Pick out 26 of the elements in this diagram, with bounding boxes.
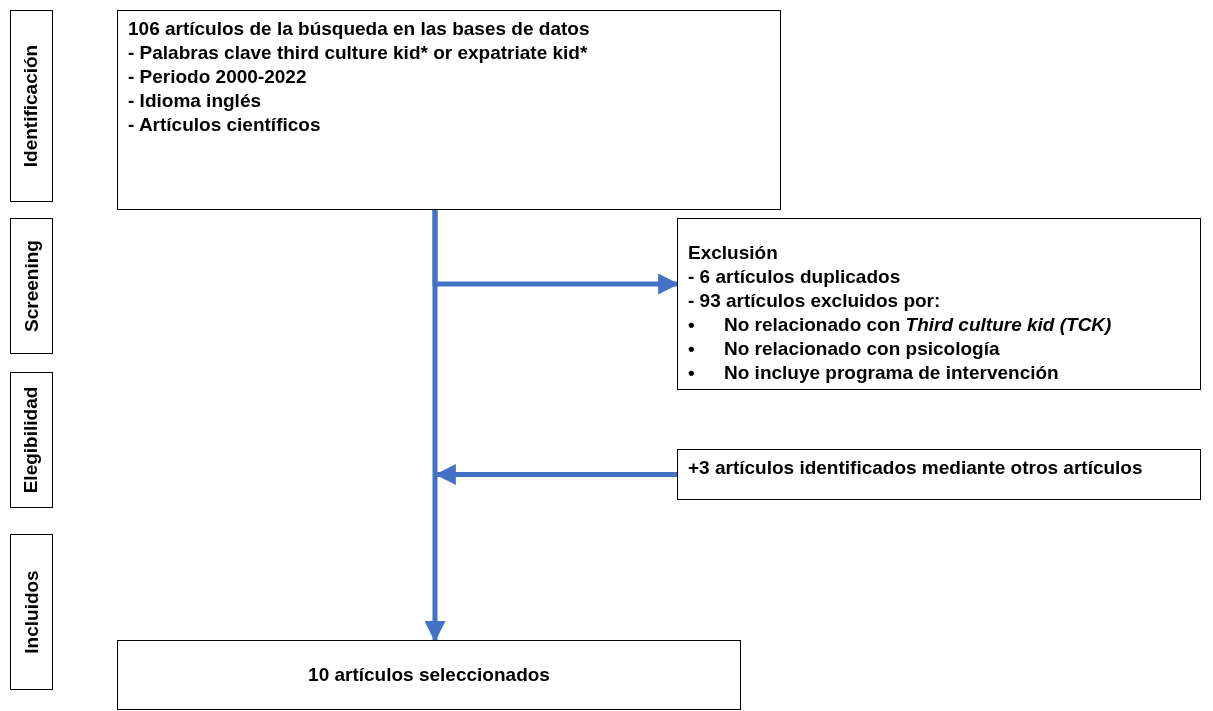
stage-label: Incluidos — [20, 570, 43, 654]
box-heading: Exclusión — [688, 241, 779, 265]
bullet-marker: • — [688, 313, 695, 337]
stage-label-box — [10, 372, 53, 508]
stage-label: Identificación — [20, 44, 43, 168]
box-text: - Artículos científicos — [128, 113, 322, 137]
bullet-marker: • — [688, 361, 695, 385]
box-text: - 93 artículos excluidos por: — [688, 289, 942, 313]
stage-label-box — [10, 534, 53, 690]
box-text: - Idioma inglés — [128, 89, 263, 113]
exclusion-box — [677, 218, 1201, 390]
stage-label-box — [10, 218, 53, 354]
stage-label-box — [10, 10, 53, 202]
box-text: - Periodo 2000-2022 — [128, 65, 308, 89]
stage-label: Elegibilidad — [20, 386, 43, 494]
arrow — [434, 464, 677, 485]
stage-label: Screening — [20, 240, 43, 332]
result-box — [117, 640, 741, 710]
box-heading: 106 artículos de la búsqueda en las bases de datos — [128, 17, 591, 41]
process-box — [677, 449, 1201, 500]
box-text: 10 artículos seleccionados — [307, 663, 551, 687]
bullet-marker: • — [688, 337, 695, 361]
box-text: - Palabras clave third culture kid* or expatriate kid* — [128, 41, 589, 65]
box-text: +3 artículos identificados mediante otros artículos — [688, 456, 1144, 480]
box-text: - 6 artículos duplicados — [688, 265, 902, 289]
process-box — [117, 10, 781, 210]
